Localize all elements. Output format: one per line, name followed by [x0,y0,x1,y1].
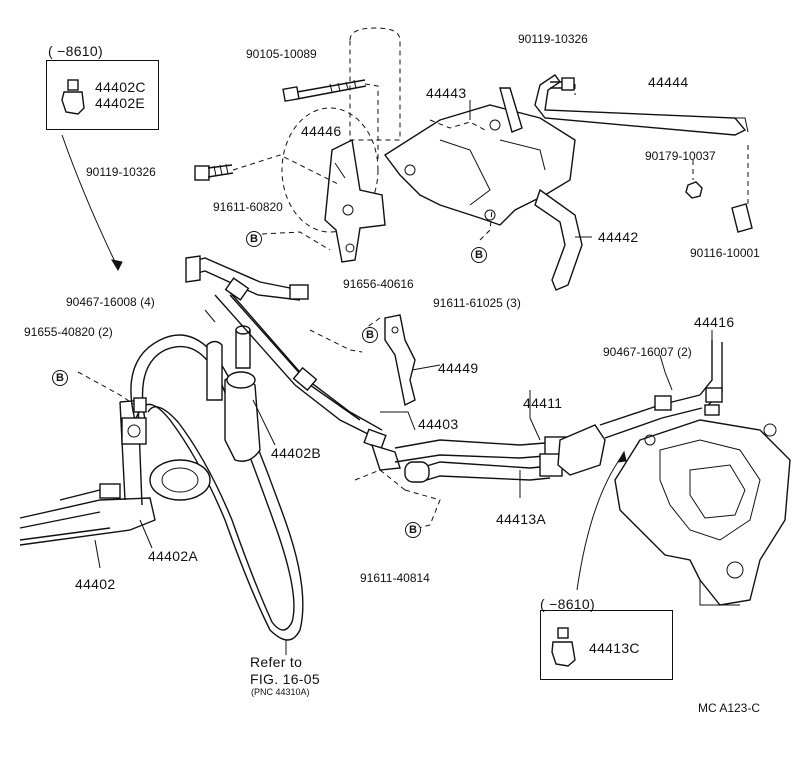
inset-bottom-part: 44413C [589,640,640,656]
bolt-marker-b-5: B [405,522,421,538]
label-91611-60820: 91611-60820 [213,200,283,214]
hose-44413A [404,453,563,483]
inset-bottom-range: ( −8610) [540,596,595,612]
inset-top [46,60,159,130]
bolt-90119-10326-left [194,163,234,181]
label-91655-40820: 91655-40820 (2) [24,325,113,339]
nut-90179-10037 [685,181,703,199]
label-44403: 44403 [418,416,459,432]
bracket-44402 [19,397,156,546]
pulley-outline [281,107,379,233]
bolt-marker-b-4: B [52,370,68,386]
refer-line-3: (PNC 44310A) [251,687,310,697]
pump-44402B [206,325,261,462]
bolt-marker-b-3: B [362,327,378,343]
inset-top-clip-drawing [61,79,85,115]
label-44402B: 44402B [271,445,322,461]
inset-bottom-clip-drawing [551,627,576,667]
label-90119-10326-top: 90119-10326 [518,32,588,46]
clamp-44449 [384,314,416,407]
stay-44442 [534,188,583,291]
inset-top-range: ( −8610) [48,43,103,59]
bolt-marker-b-2: B [471,247,487,263]
bolt-marker-b-1: B [246,231,262,247]
label-90467-16007: 90467-16007 (2) [603,345,692,359]
label-90116-10001: 90116-10001 [690,246,760,260]
bolt-90119-10326-top [550,77,575,91]
refer-line-1: Refer to [250,654,303,670]
label-44402: 44402 [75,576,116,592]
label-44444: 44444 [648,74,689,90]
inset-top-part-1: 44402C [95,79,146,95]
label-90119-10326-left: 90119-10326 [86,165,156,179]
label-44402A: 44402A [148,548,199,564]
pressure-tube-44403 [185,255,401,471]
label-44449: 44449 [438,360,479,376]
bracket-44443 [383,104,576,226]
label-44443: 44443 [426,85,467,101]
label-44413A: 44413A [496,511,547,527]
label-44411: 44411 [523,395,563,411]
stud-90116-10001 [731,203,753,233]
label-90179-10037: 90179-10037 [645,149,716,163]
label-91611-61025: 91611-61025 (3) [433,296,521,310]
label-44416: 44416 [694,314,735,330]
label-91656-40616: 91656-40616 [343,277,414,291]
reservoir-outline [349,27,401,141]
label-90467-16008: 90467-16008 (4) [66,295,155,309]
refer-line-2: FIG. 16-05 [250,671,320,687]
label-44442: 44442 [598,229,639,245]
figure-code: MC A123-C [698,701,761,715]
bracket-44446 [324,138,386,263]
drive-belt [130,334,304,641]
inset-bottom [540,610,673,680]
steering-gear [614,419,791,606]
label-91611-40814: 91611-40814 [360,571,430,585]
label-44446: 44446 [301,123,342,139]
inset-top-part-2: 44402E [95,95,146,111]
bolt-90105-10089 [282,79,367,102]
label-90105-10089: 90105-10089 [246,47,317,61]
